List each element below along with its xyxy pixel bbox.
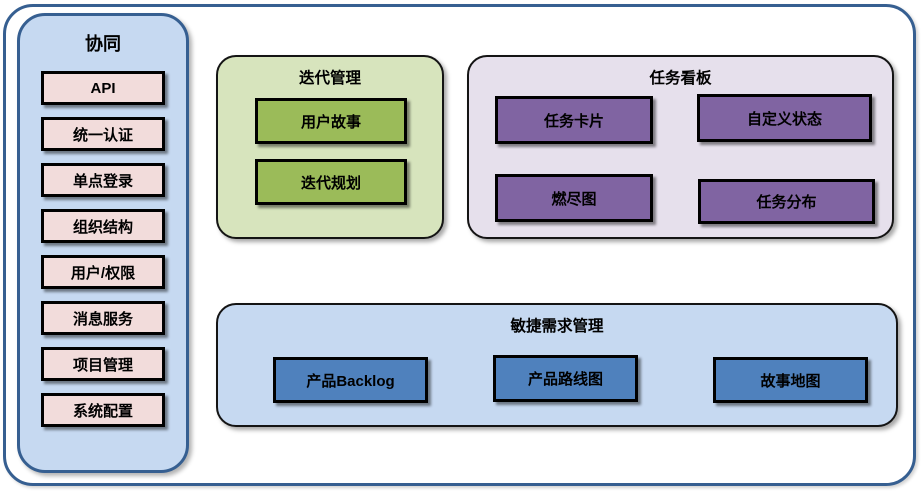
- iteration-management-group: 迭代管理 用户故事 迭代规划: [216, 55, 444, 239]
- collaboration-panel: 协同 API 统一认证 单点登录 组织结构 用户/权限 消息服务 项目管理 系统…: [17, 13, 189, 473]
- sidebar-item-sso: 单点登录: [41, 163, 165, 197]
- task-board-group: 任务看板 任务卡片 自定义状态 燃尽图 任务分布: [467, 55, 894, 239]
- diagram-frame: 协同 API 统一认证 单点登录 组织结构 用户/权限 消息服务 项目管理 系统…: [3, 4, 916, 486]
- item-custom-status: 自定义状态: [697, 94, 872, 142]
- item-iteration-planning: 迭代规划: [255, 159, 407, 205]
- item-product-roadmap: 产品路线图: [493, 355, 638, 402]
- sidebar-item-api: API: [41, 71, 165, 105]
- agile-requirements-group: 敏捷需求管理 产品Backlog 产品路线图 故事地图: [216, 303, 898, 427]
- item-task-card: 任务卡片: [495, 96, 653, 144]
- item-user-story: 用户故事: [255, 98, 407, 144]
- sidebar-item-message-service: 消息服务: [41, 301, 165, 335]
- sidebar-item-system-config: 系统配置: [41, 393, 165, 427]
- sidebar-item-org-structure: 组织结构: [41, 209, 165, 243]
- item-product-backlog: 产品Backlog: [273, 357, 428, 403]
- collaboration-panel-title: 协同: [85, 34, 121, 54]
- item-burndown-chart: 燃尽图: [495, 174, 653, 222]
- sidebar-item-user-permissions: 用户/权限: [41, 255, 165, 289]
- agile-requirements-title: 敏捷需求管理: [510, 318, 604, 335]
- iteration-management-title: 迭代管理: [298, 70, 361, 87]
- item-story-map: 故事地图: [713, 357, 868, 403]
- sidebar-item-unified-auth: 统一认证: [41, 117, 165, 151]
- sidebar-item-project-management: 项目管理: [41, 347, 165, 381]
- task-board-title: 任务看板: [649, 70, 712, 87]
- item-task-distribution: 任务分布: [698, 179, 875, 224]
